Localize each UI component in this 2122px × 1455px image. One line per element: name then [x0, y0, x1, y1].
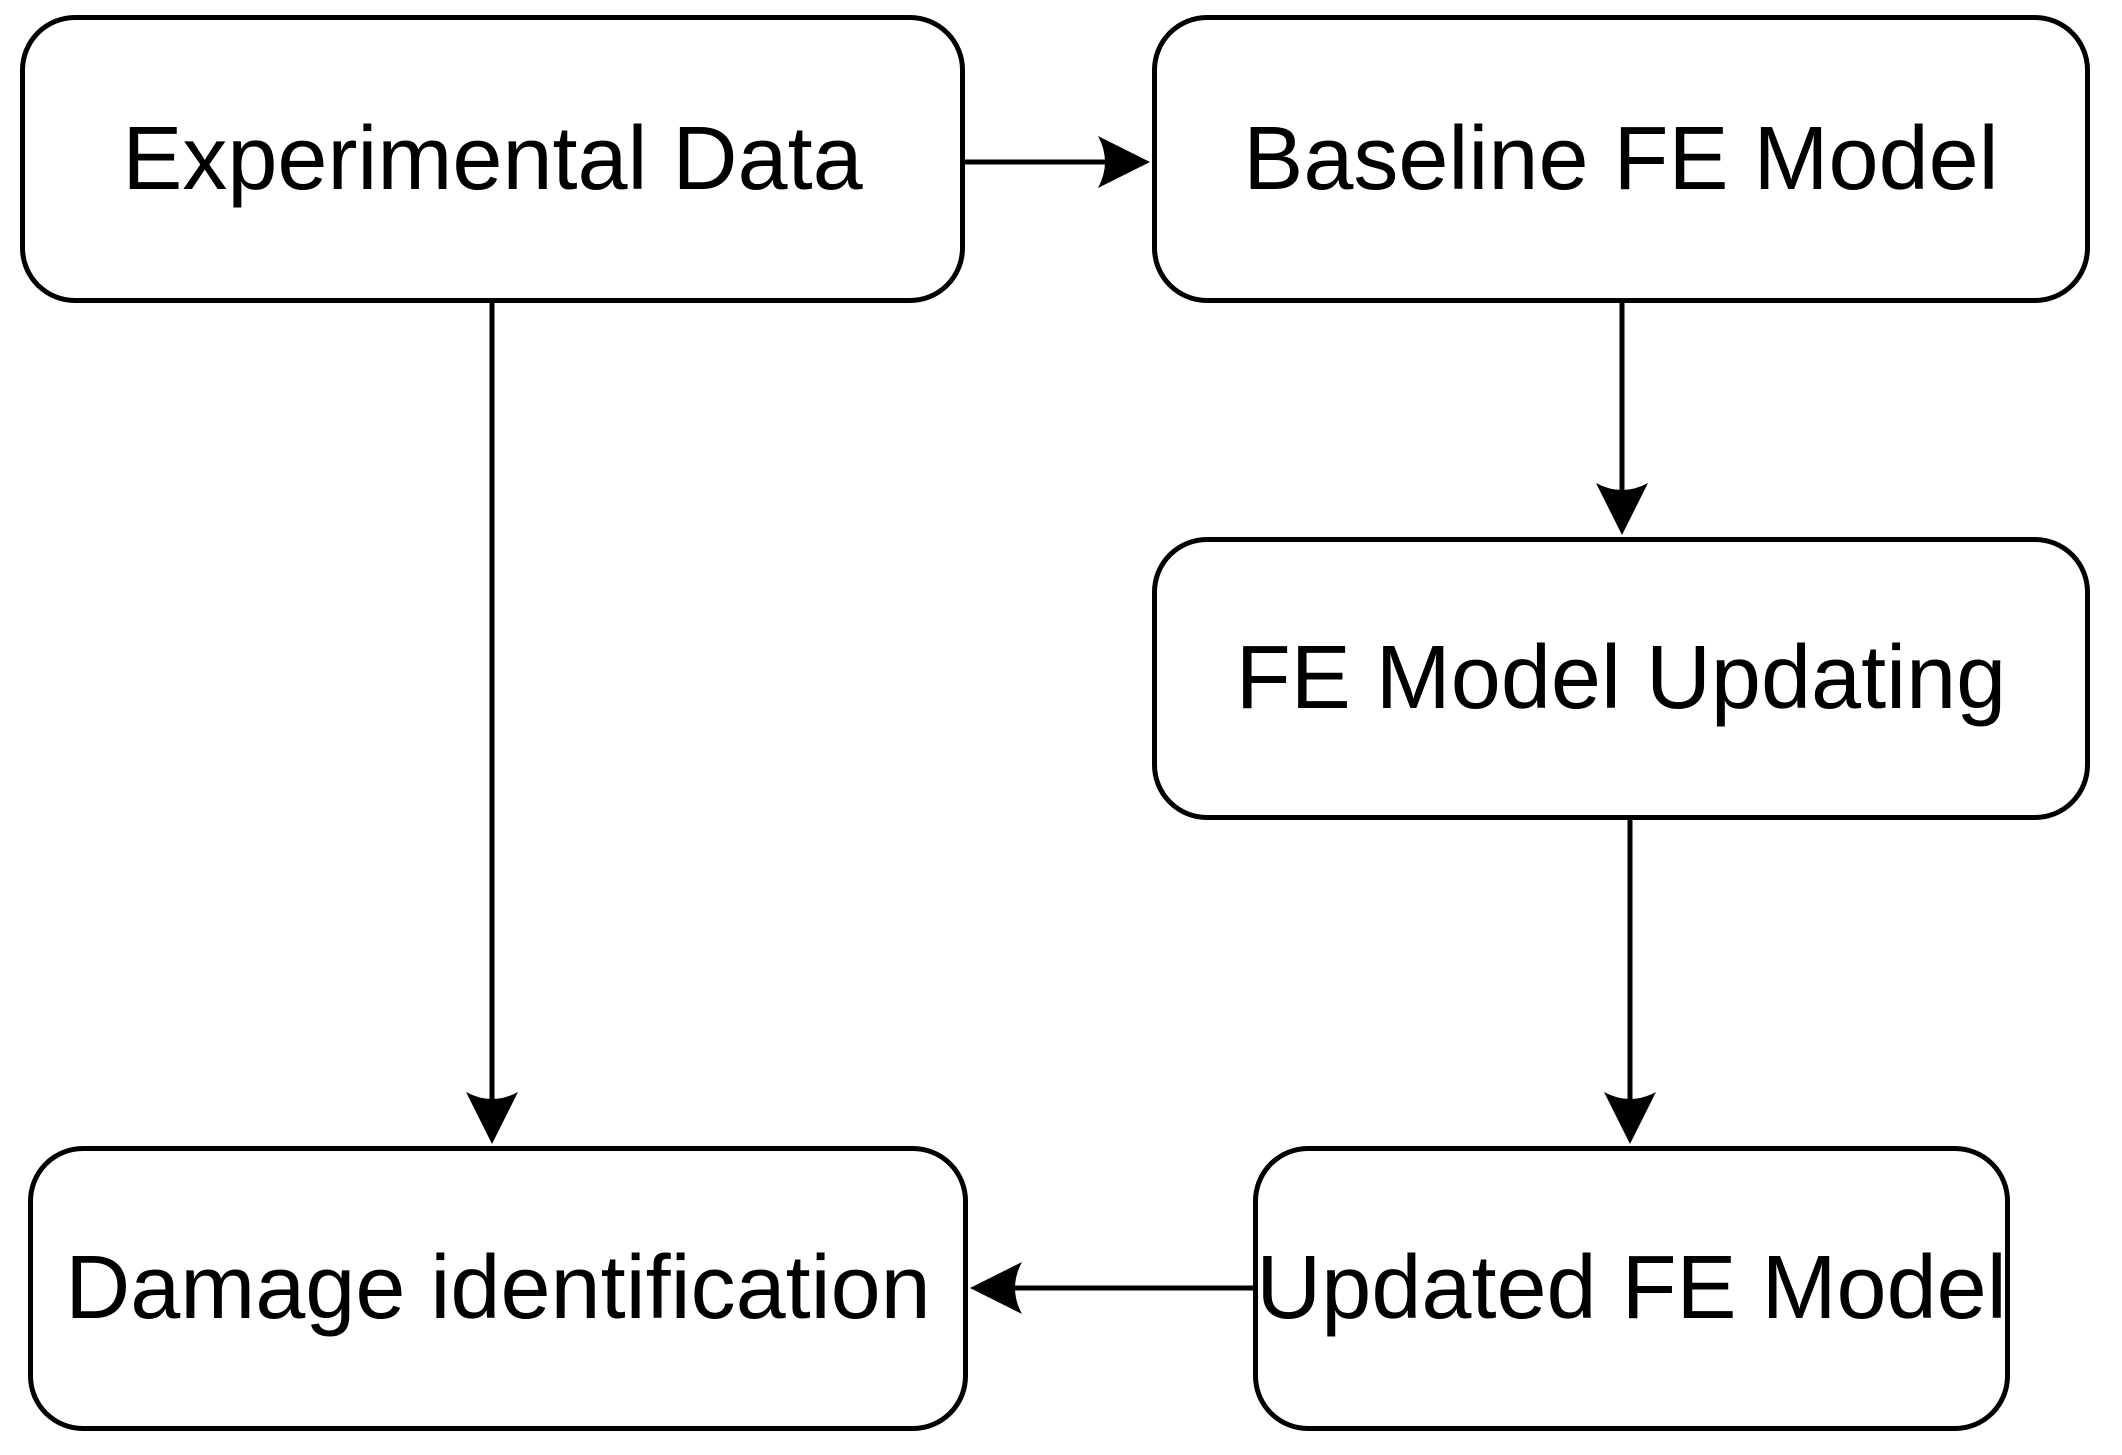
- arrowhead-right-icon: [1098, 136, 1150, 188]
- node-updated-fe-model: Updated FE Model: [1253, 1146, 2010, 1431]
- node-label-damage-identification: Damage identification: [65, 1238, 931, 1338]
- node-experimental-data: Experimental Data: [20, 15, 965, 303]
- arrowhead-down-icon: [1604, 1092, 1656, 1144]
- edge-updated-fe-model-to-damage-identification: [970, 1262, 1253, 1314]
- node-baseline-fe-model: Baseline FE Model: [1152, 15, 2090, 303]
- edge-experimental-data-to-damage-identification: [466, 302, 518, 1144]
- node-label-experimental-data: Experimental Data: [122, 108, 863, 209]
- edge-fe-model-updating-to-updated-fe-model: [1604, 819, 1656, 1144]
- edge-baseline-fe-model-to-fe-model-updating: [1596, 302, 1648, 535]
- node-label-fe-model-updating: FE Model Updating: [1235, 628, 2007, 728]
- arrowhead-left-icon: [970, 1262, 1022, 1314]
- node-label-updated-fe-model: Updated FE Model: [1256, 1238, 2007, 1338]
- arrowhead-down-icon: [1596, 483, 1648, 535]
- edge-experimental-data-to-baseline-fe-model: [965, 136, 1150, 188]
- node-damage-identification: Damage identification: [28, 1146, 968, 1431]
- arrowhead-down-icon: [466, 1092, 518, 1144]
- node-label-baseline-fe-model: Baseline FE Model: [1243, 108, 1999, 209]
- node-fe-model-updating: FE Model Updating: [1152, 537, 2090, 820]
